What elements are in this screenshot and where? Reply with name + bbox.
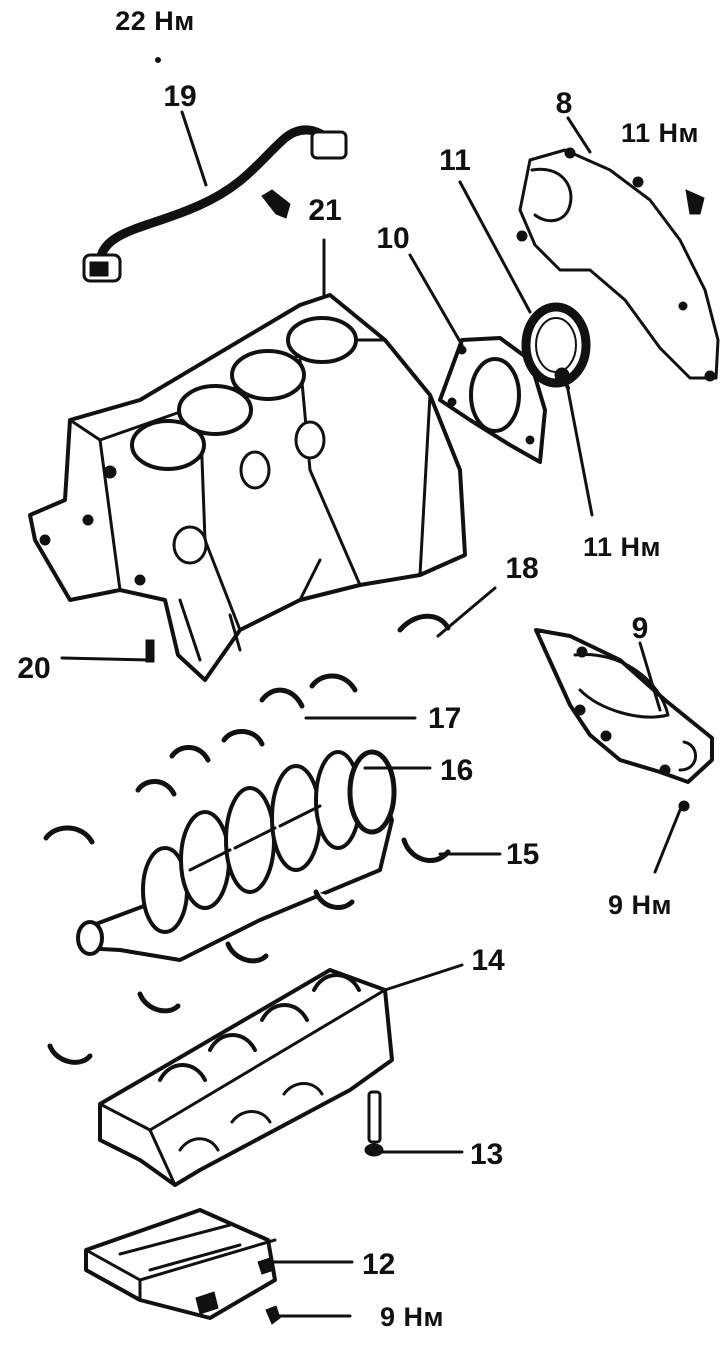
bearing-shells-lower <box>47 889 355 1065</box>
torque-cover: 9 Нм <box>608 890 672 920</box>
callout-18: 18 <box>505 552 538 585</box>
torque-rear-plate: 11 Нм <box>621 118 699 148</box>
callout-10: 10 <box>376 222 409 255</box>
callout-21: 21 <box>308 194 341 227</box>
callout-20: 20 <box>17 652 50 685</box>
bearing-shell-15 <box>401 837 451 863</box>
bolt-20 <box>60 639 155 663</box>
cover-9 <box>534 628 714 812</box>
rear-plate-8 <box>516 147 720 382</box>
callout-16: 16 <box>440 754 473 787</box>
callout-8: 8 <box>556 87 573 120</box>
torque-harness-bolt: 22 Нм <box>115 6 195 36</box>
bearing-ladder-14 <box>98 968 394 1187</box>
callout-labels: 19 21 10 11 8 18 9 20 17 16 15 14 13 12 <box>17 80 648 1281</box>
torque-seal-case: 11 Нм <box>583 532 661 562</box>
bearing-shells-upper <box>43 613 451 845</box>
seal-case-10 <box>438 336 547 464</box>
crankshaft-16 <box>76 749 397 962</box>
bolt-13 <box>364 1090 384 1157</box>
clip-21 <box>261 189 291 219</box>
sensor-harness-19 <box>82 125 348 283</box>
callout-19: 19 <box>163 80 196 113</box>
callout-15: 15 <box>506 838 539 871</box>
callout-9: 9 <box>632 612 649 645</box>
cylinder-block <box>28 293 467 682</box>
callout-14: 14 <box>471 944 505 977</box>
callout-13: 13 <box>470 1138 503 1171</box>
baffle-12 <box>84 1208 277 1320</box>
callout-12: 12 <box>362 1248 395 1281</box>
callout-17: 17 <box>428 702 461 735</box>
bolt-pan <box>265 1305 281 1325</box>
torque-pan: 9 Нм <box>380 1302 444 1332</box>
bolt-seal-case <box>554 367 570 390</box>
bolt-rear-plate <box>685 189 705 215</box>
leader-lines <box>155 57 682 1318</box>
torque-labels: 22 Нм 11 Нм 11 Нм 9 Нм 9 Нм <box>115 6 699 1332</box>
callout-11: 11 <box>439 144 471 177</box>
